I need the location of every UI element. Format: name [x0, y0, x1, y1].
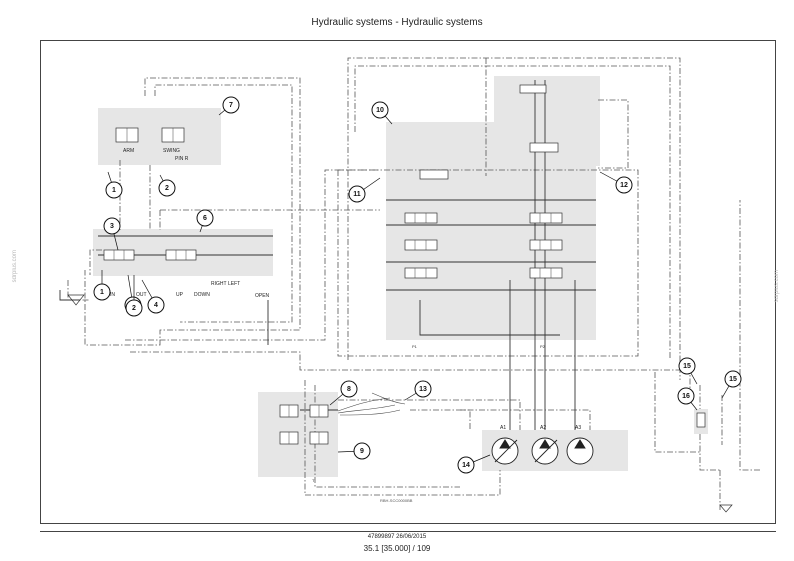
callout-circle-19: [724, 370, 742, 388]
callout-circle-15: [353, 442, 371, 460]
footer-ref: 47899897 26/06/2015: [367, 534, 427, 540]
label-swing: SWING: [163, 148, 180, 154]
footer-divider: [40, 531, 776, 532]
block-main-valve-top: [494, 76, 600, 166]
callout-circle-7: [222, 96, 240, 114]
callout-number-17: 15: [683, 363, 691, 370]
callout-number-13: 13: [419, 386, 427, 393]
label-p2: P2: [540, 344, 546, 349]
callout-circle-14: [340, 380, 358, 398]
callout-circle-10: [371, 101, 389, 119]
footer-page-number: 35.1 [35.000] / 109: [363, 544, 431, 553]
callout-circle-8: [93, 283, 111, 301]
label-out: OUT: [136, 292, 147, 298]
callout-circle-18: [677, 387, 695, 405]
callouts: 123456712101112138914151615: [93, 96, 742, 474]
page-title: Hydraulic systems - Hydraulic systems: [311, 17, 483, 28]
callout-number-3: 3: [110, 223, 114, 230]
label-in: IN: [110, 292, 115, 298]
callout-number-16: 14: [462, 462, 470, 469]
callout-number-7: 7: [229, 102, 233, 109]
callout-number-11: 11: [353, 191, 361, 198]
callout-circle-13: [414, 380, 432, 398]
callout-circle-6: [196, 209, 214, 227]
callout-circle-9: [125, 299, 143, 317]
callout-circle-3: [103, 217, 121, 235]
callout-number-4: 4: [154, 302, 158, 309]
callout-number-2: 2: [165, 185, 169, 192]
label-t: T: [312, 478, 315, 483]
callout-number-19: 15: [729, 376, 737, 383]
callout-number-10: 10: [376, 107, 384, 114]
label-a3: A3: [575, 425, 581, 431]
callout-circle-4: [147, 296, 165, 314]
callout-circle-2: [158, 179, 176, 197]
callout-number-1: 1: [112, 187, 116, 194]
label-up: UP: [176, 292, 184, 298]
callout-number-8: 1: [100, 289, 104, 296]
figure-code: RBH-SCC0000BB: [380, 498, 413, 503]
callout-circle-16: [457, 456, 475, 474]
diagram-frame: [40, 40, 776, 524]
callout-number-18: 16: [682, 393, 690, 400]
callout-circle-1: [105, 181, 123, 199]
solid-lines: [59, 80, 596, 430]
callout-number-6: 6: [203, 215, 207, 222]
label-arm: ARM: [123, 148, 134, 154]
label-p1: P1: [412, 344, 418, 349]
label-open: OPEN: [255, 293, 270, 299]
callout-number-12: 12: [620, 182, 628, 189]
harness-wires: [337, 392, 406, 416]
label-down: DOWN: [194, 292, 210, 298]
component-blocks: [93, 76, 708, 477]
label-left: LEFT: [228, 281, 240, 287]
callout-number-14: 8: [347, 386, 351, 393]
callout-number-9: 2: [132, 305, 136, 312]
callout-circle-12: [615, 176, 633, 194]
callout-circle-11: [348, 185, 366, 203]
label-pin-r: PIN R: [175, 156, 189, 162]
label-a2: A2: [540, 425, 546, 431]
callout-number-15: 9: [360, 448, 364, 455]
label-a1: A1: [500, 425, 506, 431]
label-right: RIGHT: [211, 281, 227, 287]
component-labels: ARM SWING PIN R IN OUT UP DOWN RIGHT LEF…: [110, 148, 581, 483]
callout-circle-17: [678, 357, 696, 375]
pumps: [491, 437, 594, 465]
dashed-lines: [67, 57, 760, 510]
